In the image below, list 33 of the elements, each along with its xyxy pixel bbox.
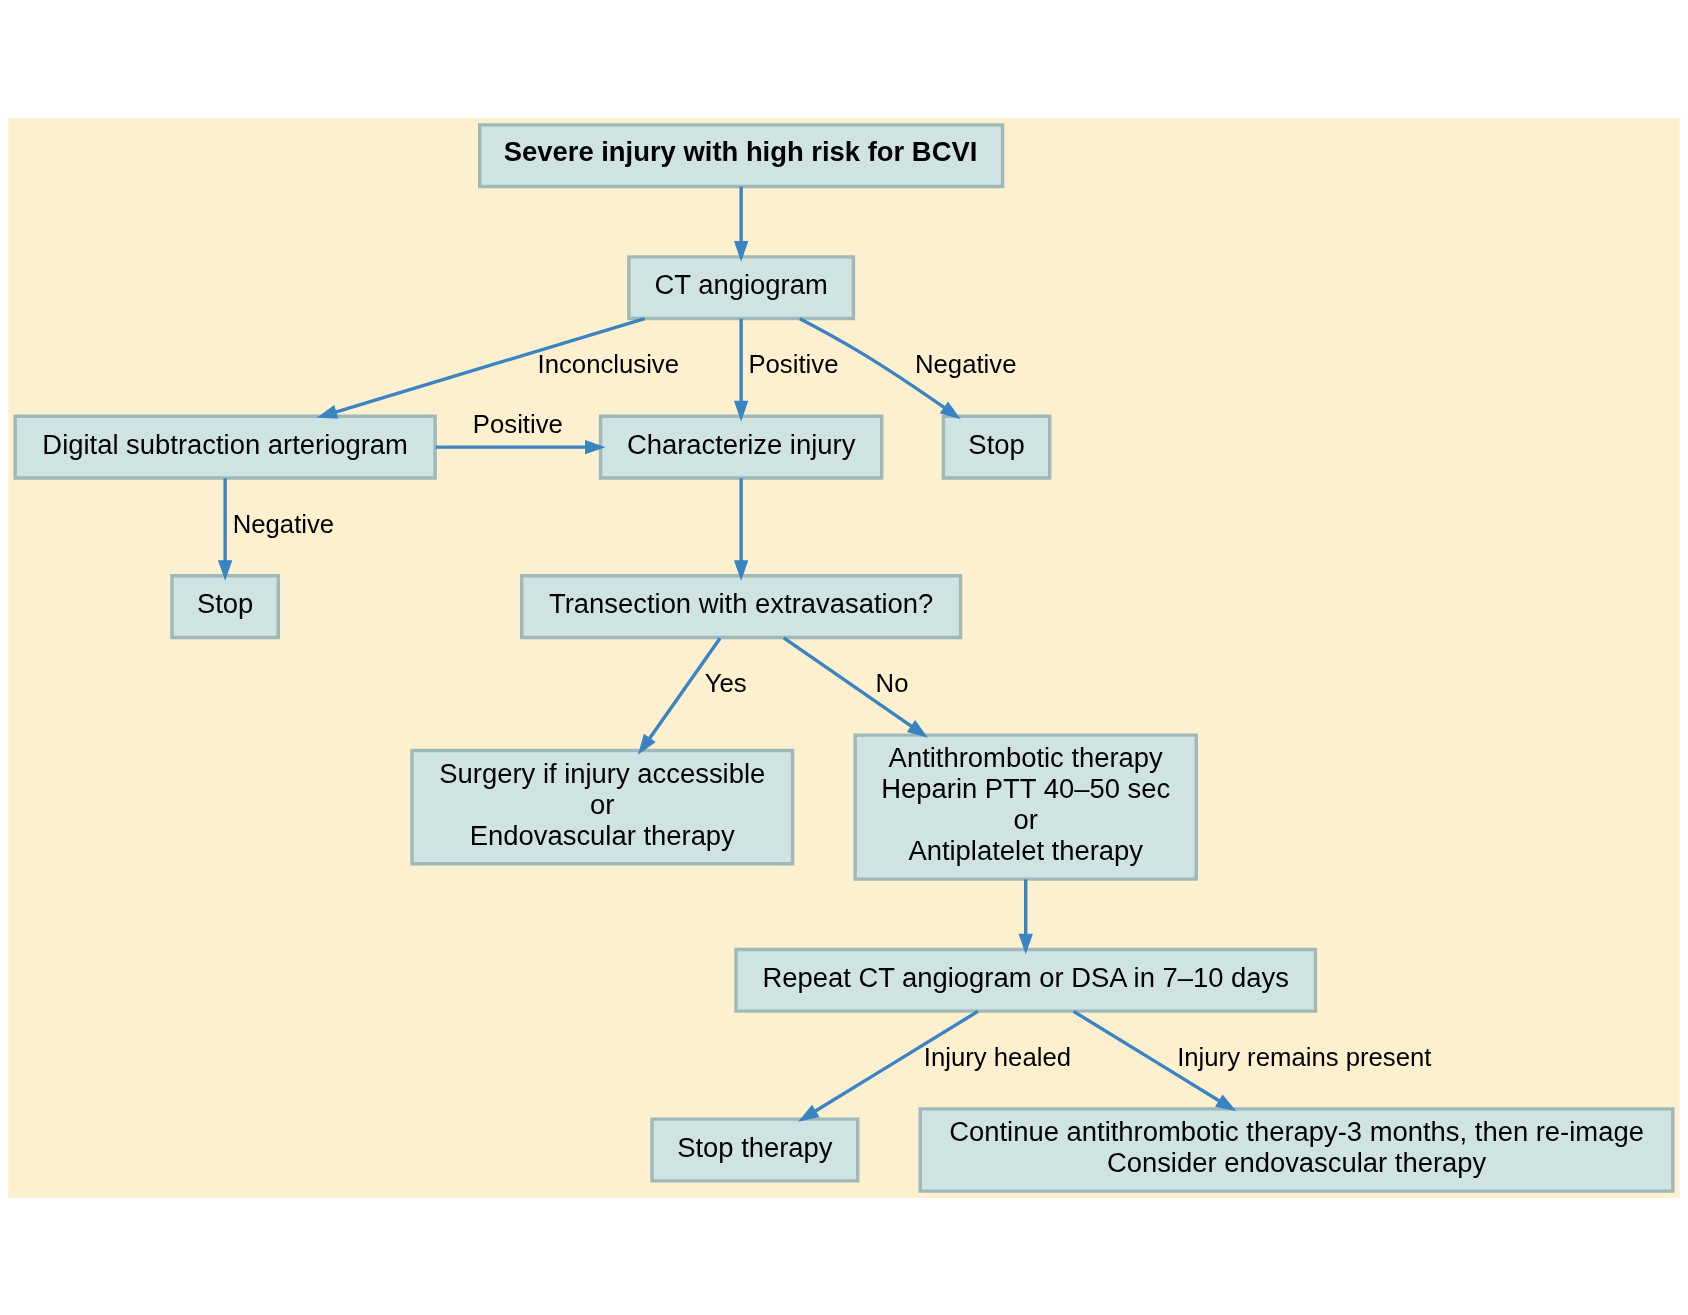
node-box: Continue antithrombotic therapy-3 months, then re-image Consider endovascular therapy [918, 1106, 1675, 1193]
edge-label: Injury healed [923, 1042, 1072, 1071]
arrow [733, 477, 749, 581]
edge-label: No [875, 668, 909, 697]
arrow [316, 316, 646, 419]
arrow [733, 318, 749, 421]
node-box: Transection with extravasation? [520, 573, 963, 639]
arrow [782, 635, 928, 738]
arrow [637, 636, 722, 755]
arrow [435, 439, 606, 454]
edge-label: Injury remains present [1177, 1042, 1432, 1071]
node-box: Stop [941, 414, 1052, 480]
edge-label: Negative [914, 349, 1017, 378]
node-box: Stop therapy [650, 1116, 860, 1183]
edge-label: Yes [704, 668, 747, 697]
arrow [798, 1009, 979, 1122]
edge-label: Positive [748, 349, 839, 378]
node-box: Characterize injury [598, 414, 884, 480]
edge-label: Inconclusive [537, 349, 680, 378]
arrow [733, 186, 749, 262]
node-box: Severe injury with high risk for BCVI [478, 122, 1005, 188]
node-box: Repeat CT angiogram or DSA in 7–10 days [734, 947, 1318, 1013]
arrow [1018, 878, 1033, 954]
arrow [217, 477, 233, 581]
arrow [799, 316, 961, 419]
node-box: CT angiogram [627, 254, 856, 320]
node-box: Antithrombotic therapy Heparin PTT 40–50 sec or Antiplatelet therapy [853, 732, 1198, 881]
edge-label: Positive [472, 409, 563, 438]
node-box: Digital subtraction arteriogram [13, 414, 437, 480]
arrow [1072, 1009, 1237, 1111]
edge-label: Negative [232, 509, 335, 538]
node-box: Stop [170, 573, 280, 639]
node-box: Surgery if injury accessible or Endovascular therapy [410, 748, 795, 865]
